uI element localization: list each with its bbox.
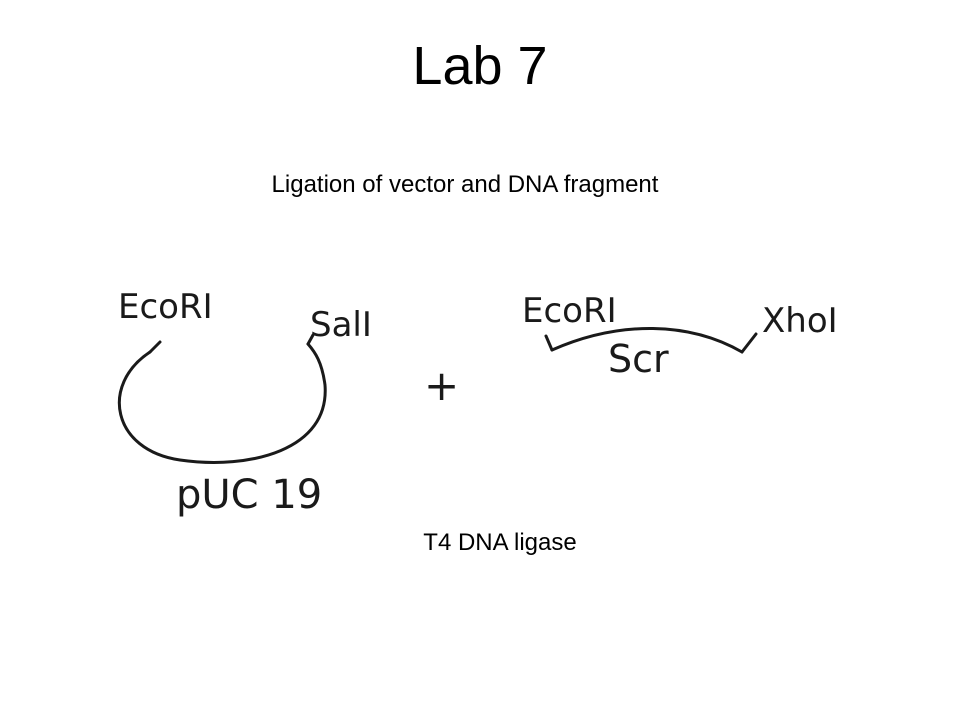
fragment-left-site-label: EcoRI: [522, 291, 617, 331]
fragment-left-end: [544, 334, 554, 352]
fragment-strand: [550, 327, 744, 354]
vector-name-label: pUC 19: [176, 472, 322, 518]
vector-right-site-label: SalI: [310, 305, 372, 345]
fragment-right-site-label: XhoI: [762, 301, 838, 341]
enzyme-caption: T4 DNA ligase: [423, 529, 577, 556]
fragment-name-label: Scr: [608, 337, 669, 381]
dna-fragment: EcoRI XhoI Scr: [522, 291, 838, 381]
vector-right-end: [306, 333, 315, 346]
vector-left-end: [148, 340, 162, 354]
vector-plasmid: EcoRI SalI pUC 19: [117, 287, 372, 518]
slide-subtitle: Ligation of vector and DNA fragment: [271, 171, 659, 198]
vector-left-site-label: EcoRI: [118, 287, 213, 327]
vector-backbone: [117, 342, 327, 464]
slide-title: Lab 7: [412, 36, 548, 96]
plus-sign: +: [424, 361, 459, 410]
fragment-right-end: [740, 332, 758, 354]
